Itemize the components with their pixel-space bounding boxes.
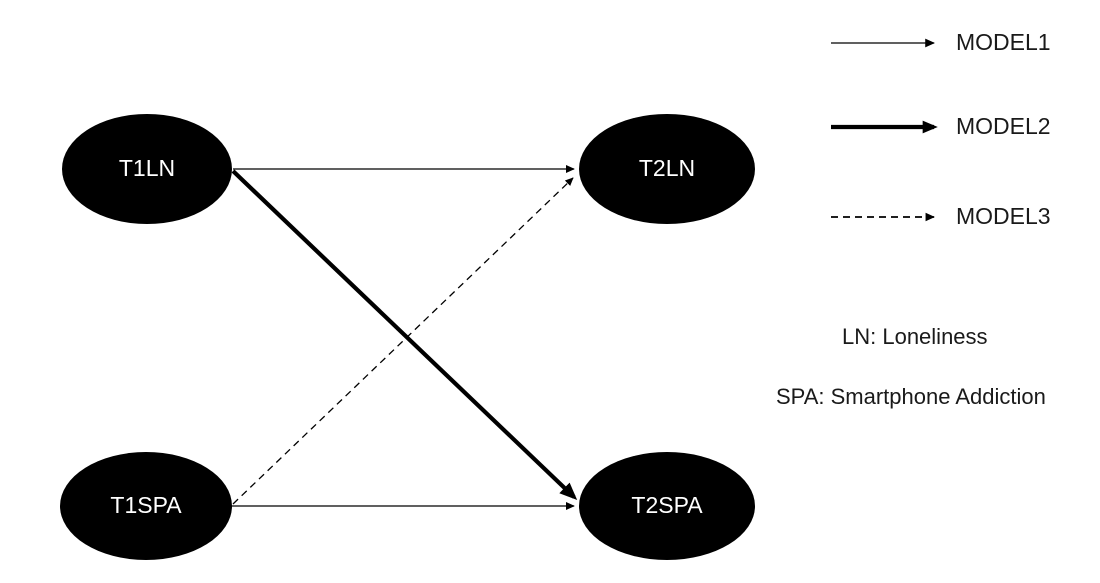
node-t2spa[interactable]: T2SPA [579,452,755,560]
legend-lines-group [831,38,938,222]
node-t2spa-label: T2SPA [631,492,703,518]
note-ln-abbreviation: LN: Loneliness [842,324,988,349]
edge-t1ln-to-t2spa [231,169,578,501]
edges-group [231,164,578,511]
node-t1spa-label: T1SPA [110,492,182,518]
legend-label-model1: MODEL1 [956,29,1051,55]
node-t2spa-shape [579,452,755,560]
note-spa-abbreviation: SPA: Smartphone Addiction [776,384,1046,409]
edge-t1spa-to-t2ln [232,177,574,505]
node-t2ln[interactable]: T2LN [579,114,755,224]
node-t1ln-shape [62,114,232,224]
node-t1spa[interactable]: T1SPA [60,452,232,560]
node-t1ln[interactable]: T1LN [62,114,232,224]
node-t1spa-shape [60,452,232,560]
node-t1ln-label: T1LN [119,155,175,181]
node-t2ln-label: T2LN [639,155,695,181]
node-t2ln-shape [579,114,755,224]
legend-label-model2: MODEL2 [956,113,1051,139]
legend-label-model3: MODEL3 [956,203,1051,229]
nodes-group: T1LN T2LN T1SPA T2SPA [60,114,755,560]
